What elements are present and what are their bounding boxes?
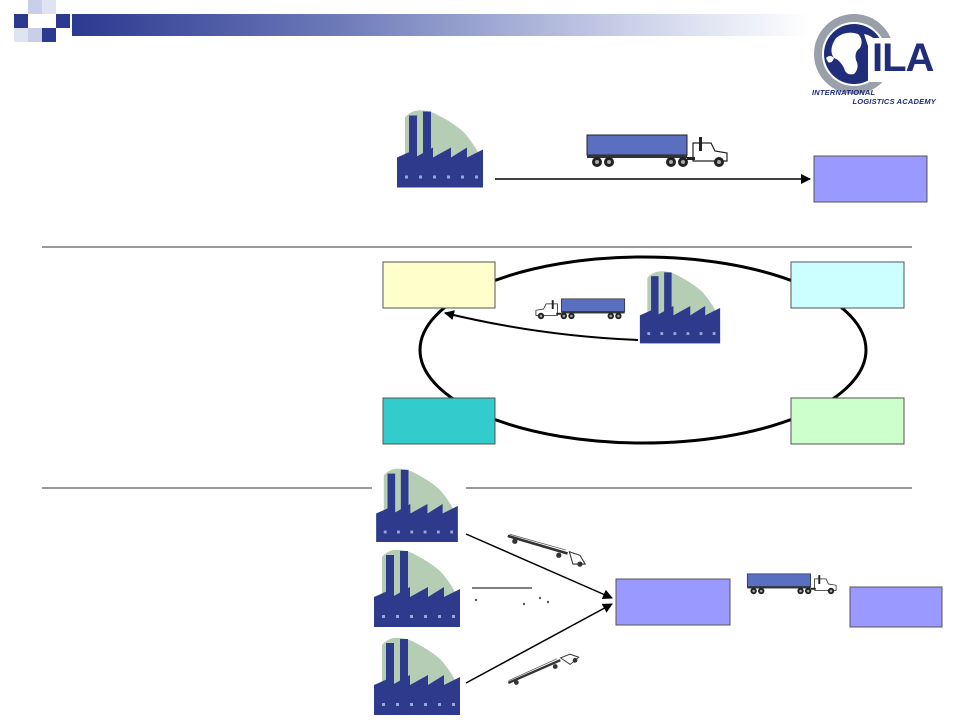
deco-square <box>28 0 42 14</box>
factory-icon <box>374 549 460 627</box>
logo-line-1: INTERNATIONAL <box>812 88 876 97</box>
arrow-consolidate <box>465 603 613 684</box>
distribution-loop <box>418 255 868 445</box>
hub-box <box>615 578 731 626</box>
flatbed-truck-icon <box>507 636 580 704</box>
truck-icon <box>746 573 837 595</box>
flatbed-truck-icon <box>508 534 585 567</box>
factory-icon <box>374 637 460 715</box>
final-destination-box <box>849 586 943 628</box>
deco-square <box>14 28 28 42</box>
factory-icon <box>376 468 458 542</box>
destination-box <box>813 155 928 203</box>
logo-caption: INTERNATIONAL LOGISTICS ACADEMY <box>812 88 942 106</box>
deco-square <box>28 28 42 42</box>
deco-square <box>14 14 28 28</box>
truck-icon <box>535 298 626 320</box>
node-box-mint <box>790 397 905 445</box>
node-box-teal <box>382 397 496 445</box>
deco-square <box>42 0 56 14</box>
logo-letters: ILA <box>872 36 934 80</box>
deco-square <box>56 14 70 28</box>
factory-icon <box>639 271 721 344</box>
node-box-cyan <box>790 261 905 309</box>
flatbed-truck-icon <box>474 596 550 606</box>
factory-icon <box>397 110 483 188</box>
deco-square <box>42 28 56 42</box>
ila-logo <box>814 14 942 94</box>
arrow-consolidate <box>465 533 613 599</box>
logo-line-2: LOGISTICS ACADEMY <box>852 97 936 106</box>
node-box-cream <box>382 261 496 309</box>
truck-icon <box>586 134 728 168</box>
header-gradient-bar <box>72 14 810 36</box>
arrow-return <box>444 310 639 341</box>
